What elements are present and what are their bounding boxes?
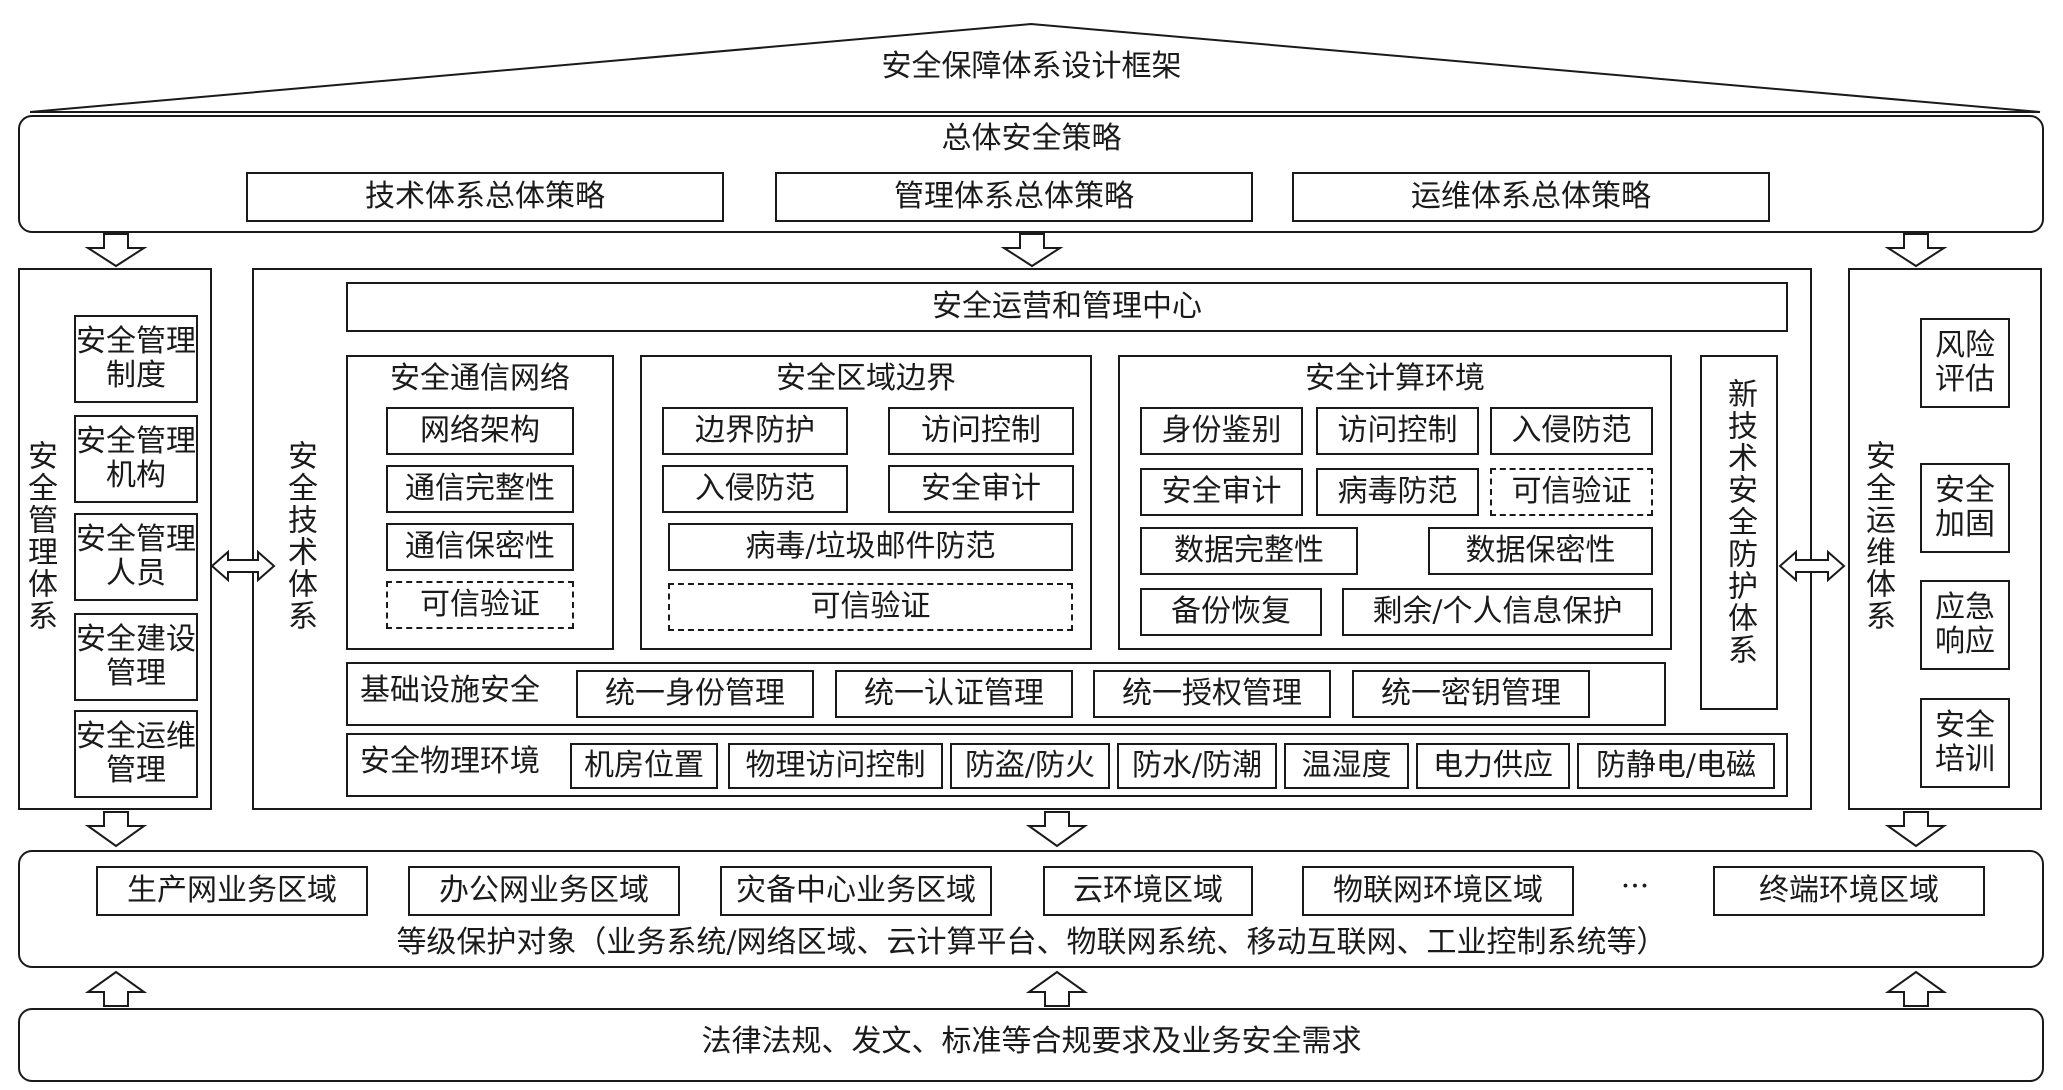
ops-item-risk: 风险评估	[1920, 318, 2010, 408]
protection-objects-panel	[18, 850, 2044, 968]
comm-network-title: 安全通信网络	[390, 361, 570, 396]
technical-system-panel	[252, 268, 1812, 810]
physical-item-static-em: 防静电/电磁	[1577, 743, 1775, 789]
ops-item-training: 安全培训	[1920, 698, 2010, 788]
compute-item-trusted: 可信验证	[1490, 468, 1653, 516]
mgmt-item-staff: 安全管理人员	[74, 513, 198, 601]
arrow-down-icon	[1000, 233, 1064, 268]
technical-system-title: 安全技术体系	[282, 440, 317, 632]
new-tech-security-title: 新技术安全防护体系	[1722, 378, 1757, 666]
management-system-panel	[18, 268, 212, 810]
double-arrow-icon	[210, 549, 276, 583]
infrastructure-security-panel	[346, 662, 1666, 726]
mgmt-item-org: 安全管理机构	[74, 415, 198, 503]
compute-env-title: 安全计算环境	[1305, 361, 1485, 396]
region-boundary-panel	[640, 355, 1092, 650]
infrastructure-security-title: 基础设施安全	[360, 673, 540, 708]
comm-network-panel	[346, 355, 614, 650]
protection-objects-caption: 等级保护对象（业务系统/网络区域、云计算平台、物联网系统、移动互联网、工业控制系…	[396, 925, 1667, 960]
comm-item-integrity: 通信完整性	[386, 465, 574, 513]
management-system-title: 安全管理体系	[22, 440, 57, 632]
operations-system-title: 安全运维体系	[1860, 440, 1895, 632]
overall-strategy-title: 总体安全策略	[941, 121, 1122, 156]
zone-ellipsis: ···	[1620, 869, 1650, 904]
ops-item-hardening: 安全加固	[1920, 463, 2010, 553]
comm-item-architecture: 网络架构	[386, 407, 574, 455]
compute-item-antivirus: 病毒防范	[1316, 468, 1479, 516]
arrow-up-icon	[1025, 970, 1089, 1007]
compute-item-backup: 备份恢复	[1140, 588, 1322, 636]
boundary-item-protection: 边界防护	[662, 407, 848, 455]
arrow-up-icon	[84, 970, 148, 1007]
physical-item-location: 机房位置	[570, 743, 718, 789]
infra-item-authorization: 统一授权管理	[1093, 670, 1331, 718]
zone-disaster-recovery: 灾备中心业务区域	[720, 866, 992, 916]
ops-strategy-box: 运维体系总体策略	[1292, 172, 1770, 222]
operations-system-panel	[1848, 268, 2042, 810]
zone-office: 办公网业务区域	[408, 866, 680, 916]
infra-item-key: 统一密钥管理	[1352, 670, 1590, 718]
compute-item-data-confidentiality: 数据保密性	[1428, 527, 1653, 575]
physical-item-theft-fire: 防盗/防火	[950, 743, 1110, 789]
mgmt-strategy-box: 管理体系总体策略	[775, 172, 1253, 222]
boundary-item-trusted: 可信验证	[668, 583, 1073, 631]
mgmt-item-build: 安全建设管理	[74, 613, 198, 701]
boundary-item-access: 访问控制	[888, 407, 1074, 455]
arrow-down-icon	[1884, 233, 1948, 268]
ops-mgmt-center-box: 安全运营和管理中心	[346, 282, 1788, 332]
physical-env-panel	[346, 733, 1788, 797]
zone-terminal: 终端环境区域	[1713, 866, 1985, 916]
compute-item-residual-info: 剩余/个人信息保护	[1342, 588, 1653, 636]
arrow-up-icon	[1884, 970, 1948, 1007]
arrow-down-icon	[84, 233, 148, 268]
zone-production: 生产网业务区域	[96, 866, 368, 916]
compute-item-audit: 安全审计	[1140, 468, 1303, 516]
boundary-item-antivirus: 病毒/垃圾邮件防范	[668, 523, 1073, 571]
double-arrow-icon	[1778, 549, 1846, 583]
foundation-text: 法律法规、发文、标准等合规要求及业务安全需求	[701, 1024, 1362, 1059]
compute-env-panel	[1118, 355, 1672, 650]
roof-title: 安全保障体系设计框架	[881, 49, 1182, 84]
physical-item-access: 物理访问控制	[728, 743, 943, 789]
compute-item-access: 访问控制	[1316, 407, 1479, 455]
tech-strategy-box: 技术体系总体策略	[246, 172, 724, 222]
physical-item-power: 电力供应	[1416, 743, 1570, 789]
arrow-down-icon	[1025, 811, 1089, 848]
comm-item-trusted: 可信验证	[386, 581, 574, 629]
boundary-item-audit: 安全审计	[888, 465, 1074, 513]
compute-item-intrusion: 入侵防范	[1490, 407, 1653, 455]
zone-cloud: 云环境区域	[1043, 866, 1253, 916]
infra-item-auth: 统一认证管理	[835, 670, 1073, 718]
mgmt-item-system: 安全管理制度	[74, 315, 198, 403]
physical-env-title: 安全物理环境	[360, 744, 540, 779]
foundation-panel	[18, 1008, 2044, 1082]
zone-iot: 物联网环境区域	[1302, 866, 1574, 916]
boundary-item-intrusion: 入侵防范	[662, 465, 848, 513]
physical-item-humidity: 温湿度	[1284, 743, 1409, 789]
overall-strategy-panel	[18, 115, 2044, 233]
arrow-down-icon	[84, 811, 148, 848]
mgmt-item-ops: 安全运维管理	[74, 710, 198, 798]
comm-item-confidentiality: 通信保密性	[386, 523, 574, 571]
new-tech-security-panel	[1700, 355, 1778, 710]
compute-item-data-integrity: 数据完整性	[1140, 527, 1358, 575]
infra-item-identity: 统一身份管理	[576, 670, 814, 718]
arrow-down-icon	[1884, 811, 1948, 848]
compute-item-identity: 身份鉴别	[1140, 407, 1303, 455]
physical-item-water-damp: 防水/防潮	[1117, 743, 1277, 789]
region-boundary-title: 安全区域边界	[776, 361, 956, 396]
ops-item-emergency: 应急响应	[1920, 580, 2010, 670]
